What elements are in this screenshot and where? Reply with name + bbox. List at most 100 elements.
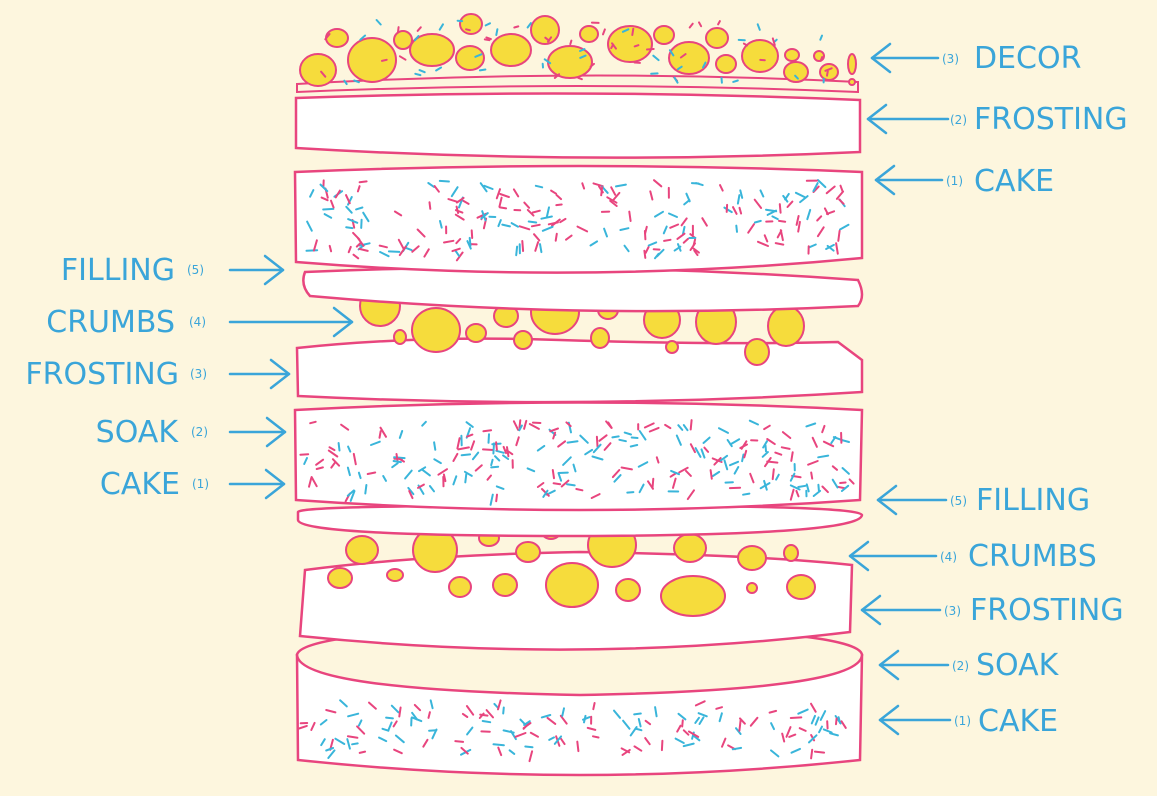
sprinkle [742, 455, 743, 462]
sprinkle [415, 74, 420, 75]
label-bot-frosting-num: (3) [944, 604, 961, 618]
sprinkle [346, 227, 352, 228]
sprinkle [791, 452, 792, 461]
sprinkle [733, 748, 741, 749]
sprinkle [496, 442, 497, 450]
arrow-bot-frosting [862, 596, 940, 624]
label-bot-soak: (2) SOAK [952, 648, 1060, 683]
arrow-bot-crumbs [850, 542, 936, 570]
sprinkle [486, 23, 490, 25]
sprinkle [483, 721, 491, 722]
sprinkle [493, 443, 494, 453]
sprinkle [556, 234, 557, 241]
label-bot-soak-text: SOAK [976, 648, 1060, 683]
sprinkle [827, 71, 828, 76]
sprinkle [466, 29, 470, 30]
label-top-cake-num: (1) [946, 174, 963, 188]
sprinkle [330, 246, 331, 251]
sprinkle [377, 20, 381, 25]
sprinkle [429, 712, 430, 718]
sprinkle [758, 24, 760, 30]
sprinkle [664, 240, 670, 241]
label-bot-frosting-text: FROSTING [970, 593, 1124, 628]
sprinkle [690, 24, 693, 28]
sprinkle [780, 204, 781, 213]
label-bot-crumbs-num: (4) [940, 550, 957, 564]
sprinkle [397, 454, 398, 461]
sprinkle [653, 479, 654, 488]
sprinkle [619, 440, 626, 441]
label-bot-cake: (1) CAKE [954, 704, 1058, 739]
label-mid-cake-text: CAKE [100, 467, 180, 502]
sprinkle [483, 430, 491, 431]
label-mid-crumbs-text: CRUMBS [46, 305, 175, 340]
sprinkle [632, 29, 633, 35]
sprinkle [632, 438, 638, 439]
sprinkle [398, 27, 399, 32]
label-mid-cake: CAKE (1) [100, 467, 209, 502]
sprinkle [743, 494, 749, 495]
middle-frosting-layer [297, 339, 862, 403]
sprinkle [418, 27, 421, 31]
sprinkle [489, 434, 490, 443]
sprinkle [323, 209, 333, 210]
label-top-frosting: (2) FROSTING [950, 102, 1128, 137]
label-bot-soak-num: (2) [952, 659, 969, 673]
label-bot-frosting: (3) FROSTING [944, 593, 1124, 628]
sprinkle [577, 742, 578, 752]
arrow-mid-crumbs [230, 308, 352, 336]
sprinkle [491, 460, 492, 465]
sprinkle [365, 485, 366, 494]
sprinkle [462, 454, 471, 455]
sprinkle [627, 492, 633, 493]
sprinkle [434, 442, 435, 450]
top-frosting-layer [296, 93, 860, 157]
label-mid-soak: SOAK (2) [96, 415, 208, 450]
label-decor-num: (3) [942, 52, 959, 66]
sprinkle [567, 484, 575, 485]
sprinkle [647, 49, 654, 50]
sprinkle [496, 495, 497, 502]
sprinkle [815, 752, 824, 753]
sprinkle [430, 202, 431, 209]
sprinkle [791, 717, 802, 718]
label-mid-frosting: FROSTING (3) [25, 357, 207, 392]
label-decor-text: DECOR [974, 41, 1081, 76]
sprinkle [440, 181, 449, 182]
label-bot-filling-num: (5) [950, 494, 967, 508]
sprinkle [529, 222, 537, 223]
sprinkle [682, 720, 683, 726]
sprinkle [691, 420, 692, 429]
sprinkle [436, 68, 441, 71]
arrow-decor [872, 44, 938, 72]
sprinkle [520, 420, 521, 427]
sprinkle [310, 422, 316, 423]
label-top-frosting-num: (2) [950, 113, 967, 127]
sprinkle [766, 445, 767, 451]
sprinkle [576, 489, 582, 490]
arrow-top-frosting [868, 105, 948, 133]
arrow-bot-soak [880, 651, 948, 679]
label-mid-frosting-text: FROSTING [25, 357, 179, 392]
sprinkle [570, 41, 571, 45]
sprinkle [394, 461, 401, 462]
sprinkle [818, 485, 819, 491]
label-bot-crumbs: (4) CRUMBS [940, 539, 1097, 574]
sprinkle [307, 250, 318, 251]
sprinkle [465, 474, 466, 482]
sprinkle [455, 741, 463, 742]
sprinkle [440, 24, 443, 29]
sprinkle [352, 743, 358, 744]
sprinkle [779, 221, 785, 222]
top-cake-layer [295, 166, 862, 273]
sprinkle [736, 226, 737, 232]
label-bot-filling-text: FILLING [976, 483, 1090, 518]
sprinkle [840, 483, 846, 484]
labels-left: FILLING (5) CRUMBS (4) FROSTING (3) SOAK… [25, 253, 209, 502]
sprinkle [568, 441, 578, 442]
sprinkle [389, 251, 399, 252]
sprinkle [711, 470, 712, 479]
label-bot-cake-num: (1) [954, 714, 971, 728]
